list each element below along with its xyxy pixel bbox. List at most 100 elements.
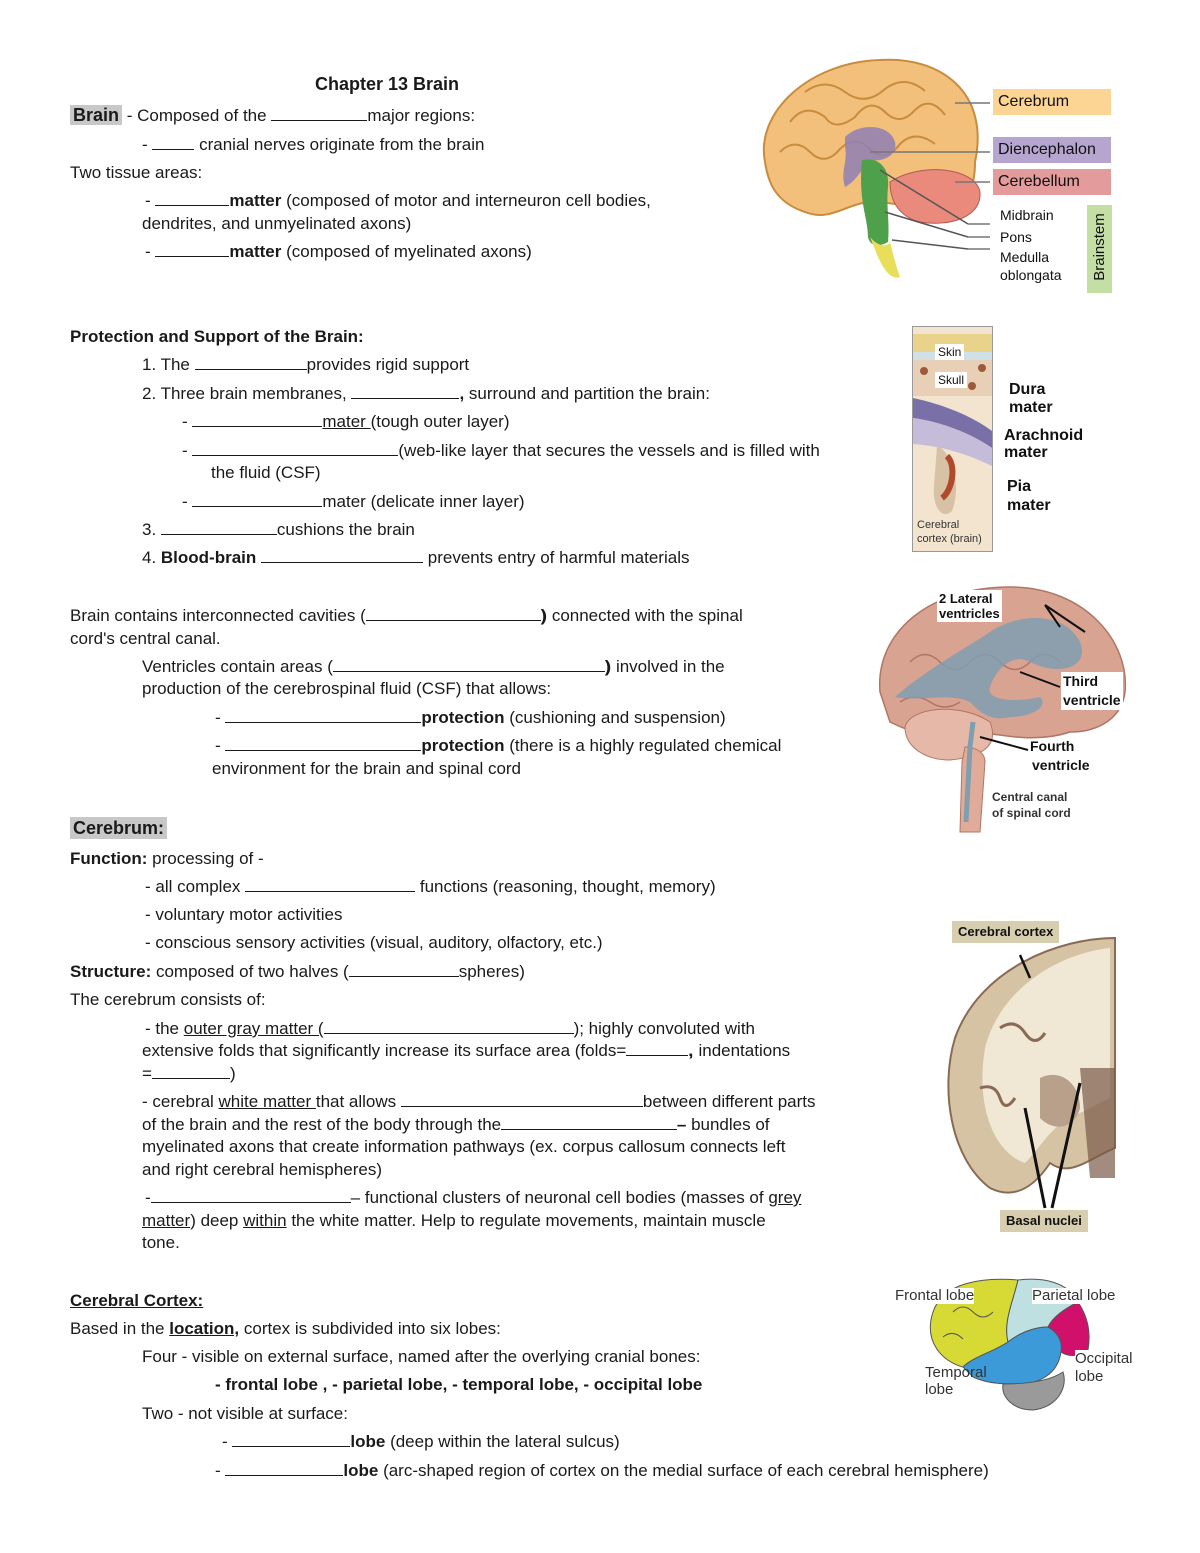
cortex-line-1: Based in the location, cortex is subdivi…: [70, 1318, 501, 1340]
text: 2. Three brain membranes,: [142, 384, 352, 403]
label-cerebral-cortex-coronal: Cerebral cortex: [952, 921, 1060, 943]
fill-blank[interactable]: [150, 1187, 351, 1203]
label-basal-nuclei: Basal nuclei: [1000, 1210, 1088, 1232]
text: -: [145, 191, 156, 210]
text: –: [672, 1115, 687, 1134]
text: Structure:: [70, 962, 152, 981]
text: bundles of: [686, 1115, 770, 1134]
text: (deep within the lateral sulcus): [385, 1432, 620, 1451]
fill-blank[interactable]: [348, 961, 459, 977]
text: grey: [768, 1188, 802, 1207]
meninges-illustration: [912, 326, 993, 552]
label-skin: Skin: [935, 344, 965, 360]
text: cranial nerves originate from the brain: [194, 135, 485, 154]
label-pons: Pons: [1000, 229, 1032, 245]
basal-nuclei-line-3: tone.: [142, 1233, 180, 1252]
fill-blank[interactable]: [152, 134, 195, 150]
brain-regions-illustration: [762, 58, 990, 278]
text: , indentations: [689, 1041, 791, 1060]
insula-line: - lobe (deep within the lateral sulcus): [222, 1431, 620, 1453]
fill-blank[interactable]: [225, 735, 422, 751]
text: provides rigid support: [306, 355, 470, 374]
text: lobe: [925, 1381, 954, 1398]
fill-blank[interactable]: [151, 1063, 230, 1079]
fill-blank[interactable]: [192, 491, 323, 507]
fill-blank[interactable]: [155, 190, 230, 206]
function-item-3: - conscious sensory activities (visual, …: [145, 933, 603, 952]
label-cerebrum: Cerebrum: [993, 89, 1111, 115]
text: matter: [229, 191, 282, 210]
text: -: [215, 1461, 226, 1480]
protection-item-3: 3. cushions the brain: [142, 519, 415, 541]
brain-regions-figure: Cerebrum Diencephalon Cerebellum Midbrai…: [750, 52, 1120, 297]
white-matter-line-4: and right cerebral hemispheres): [142, 1160, 383, 1179]
text: composed of two halves (: [151, 962, 349, 981]
text: -: [142, 135, 153, 154]
fill-blank[interactable]: [192, 411, 323, 427]
fill-blank[interactable]: [232, 1431, 351, 1447]
meninges-arachnoid: - (web-like layer that secures the vesse…: [182, 440, 820, 462]
ventricles-line-1-cont: cord's central canal.: [70, 629, 221, 648]
text: (composed of motor and interneuron cell …: [281, 191, 651, 210]
cortex-two: Two - not visible at surface:: [142, 1404, 348, 1423]
fill-blank[interactable]: [245, 876, 416, 892]
lobes-illustration: [929, 1278, 1090, 1411]
text: cortex is subdivided into six lobes:: [239, 1319, 501, 1338]
fill-blank[interactable]: [400, 1091, 643, 1107]
text: 4.: [142, 548, 161, 567]
fill-blank[interactable]: [501, 1114, 678, 1130]
basal-nuclei-line-2: matter) deep within the white matter. He…: [142, 1210, 766, 1232]
text: of spinal cord: [992, 806, 1071, 820]
text: (web-like layer that secures the vessels…: [398, 441, 820, 460]
text: lobe: [1075, 1368, 1104, 1385]
label-brainstem-box: Brainstem: [1087, 205, 1112, 293]
fill-blank[interactable]: [225, 707, 422, 723]
fill-blank[interactable]: [194, 354, 307, 370]
fill-blank[interactable]: [225, 1460, 344, 1476]
text: mater: [1004, 444, 1048, 461]
ventricles-line-2-cont: production of the cerebrospinal fluid (C…: [142, 679, 552, 698]
fill-blank[interactable]: [160, 519, 277, 535]
fill-blank[interactable]: [192, 440, 399, 456]
text: Blood-brain: [160, 548, 257, 567]
fill-blank[interactable]: [271, 105, 368, 121]
text: location,: [169, 1319, 240, 1338]
ventricles-illustration: [879, 586, 1127, 833]
text: -: [182, 412, 193, 431]
cerebrum-function: Function: processing of -: [70, 848, 264, 870]
page-title: Chapter 13 Brain: [315, 74, 460, 94]
text: Central canal: [992, 790, 1068, 804]
fill-blank[interactable]: [261, 547, 424, 563]
text: functions (reasoning, thought, memory): [415, 877, 716, 896]
protection-item-4: 4. Blood-brain prevents entry of harmful…: [142, 547, 689, 569]
basal-nuclei-line-1: -– functional clusters of neuronal cell …: [145, 1187, 801, 1209]
label-medulla: Medulla: [1000, 249, 1050, 265]
fill-blank[interactable]: [323, 1018, 574, 1034]
limbic-line: - lobe (arc-shaped region of cortex on t…: [215, 1460, 989, 1482]
text: Arachnoid: [1004, 427, 1084, 444]
fill-blank[interactable]: [365, 605, 541, 621]
cortex-lobes-list: - frontal lobe , - parietal lobe, - temp…: [215, 1375, 703, 1394]
cortex-four: Four - visible on external surface, name…: [142, 1347, 701, 1366]
text: outer gray matter (: [183, 1019, 324, 1038]
fill-blank[interactable]: [626, 1040, 689, 1056]
fill-blank[interactable]: [351, 383, 460, 399]
text: -: [222, 1432, 233, 1451]
cerebrum-structure: Structure: composed of two halves (spher…: [70, 961, 525, 983]
text: mater: [1009, 399, 1053, 416]
protection-heading: Protection and Support of the Brain:: [70, 327, 364, 346]
fill-blank[interactable]: [155, 241, 230, 257]
text: 1. The: [142, 355, 195, 374]
text: protection: [421, 708, 505, 727]
text: (arc-shaped region of cortex on the medi…: [378, 1461, 989, 1480]
ventricles-line-1: Brain contains interconnected cavities (…: [70, 605, 743, 625]
cerebrum-heading: Cerebrum:: [70, 817, 168, 839]
text: ventricles: [939, 606, 1000, 621]
text: matter: [142, 1211, 191, 1230]
fill-blank[interactable]: [332, 656, 605, 672]
csf-protection-2: - protection (there is a highly regulate…: [215, 735, 781, 757]
text: ) involved in the: [605, 657, 725, 676]
function-item-2: - voluntary motor activities: [145, 905, 343, 924]
